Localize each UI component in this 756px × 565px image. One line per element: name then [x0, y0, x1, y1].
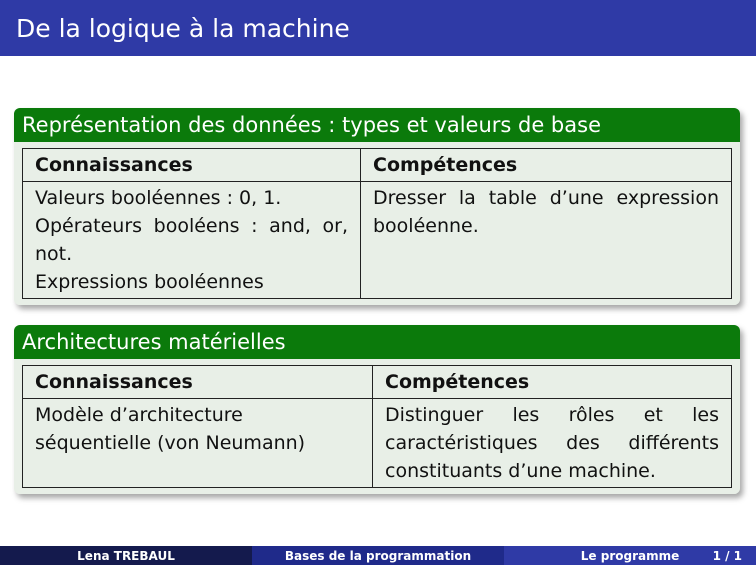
knowledge-line: Valeurs booléennes : 0, 1. — [35, 187, 282, 209]
table-row: Modèle d’architecture séquentielle (von … — [22, 398, 732, 488]
table-header-row: Connaissances Compétences — [22, 148, 732, 182]
knowledge-cell: Valeurs booléennes : 0, 1. Opérateurs bo… — [22, 181, 361, 299]
block-hardware-architectures: Architectures matérielles Connaissances … — [14, 325, 740, 494]
block-body: Connaissances Compétences Modèle d’archi… — [14, 359, 740, 494]
block-body: Connaissances Compétences Valeurs boolée… — [14, 142, 740, 305]
footer-section-box: Le programme 1 / 1 — [504, 546, 756, 565]
footer-course: Bases de la programmation — [252, 546, 504, 565]
column-header-skills: Compétences — [372, 365, 732, 399]
knowledge-line: Opérateurs booléens : and, or, not. — [35, 215, 348, 265]
block-data-representation: Représentation des données : types et va… — [14, 108, 740, 305]
knowledge-line: Expressions booléennes — [35, 271, 264, 293]
knowledge-cell: Modèle d’architecture séquentielle (von … — [22, 398, 373, 488]
column-header-knowledge: Connaissances — [22, 365, 373, 399]
block-title: Architectures matérielles — [14, 325, 740, 359]
footer-page-number: 1 / 1 — [712, 548, 742, 563]
frame-title: De la logique à la machine — [0, 0, 756, 56]
footer-bar: Lena TREBAUL Bases de la programmation L… — [0, 546, 756, 565]
competency-table: Connaissances Compétences Valeurs boolée… — [22, 148, 732, 299]
skills-cell: Dresser la table d’une expression boolée… — [360, 181, 732, 299]
column-header-knowledge: Connaissances — [22, 148, 361, 182]
table-header-row: Connaissances Compétences — [22, 365, 732, 399]
skills-cell: Distinguer les rôles et les caractéristi… — [372, 398, 732, 488]
frame-title-text: De la logique à la machine — [16, 13, 350, 43]
block-title: Représentation des données : types et va… — [14, 108, 740, 142]
column-header-skills: Compétences — [360, 148, 732, 182]
footer-author: Lena TREBAUL — [0, 546, 252, 565]
table-row: Valeurs booléennes : 0, 1. Opérateurs bo… — [22, 181, 732, 299]
footer-section: Le programme — [580, 548, 680, 563]
competency-table: Connaissances Compétences Modèle d’archi… — [22, 365, 732, 488]
